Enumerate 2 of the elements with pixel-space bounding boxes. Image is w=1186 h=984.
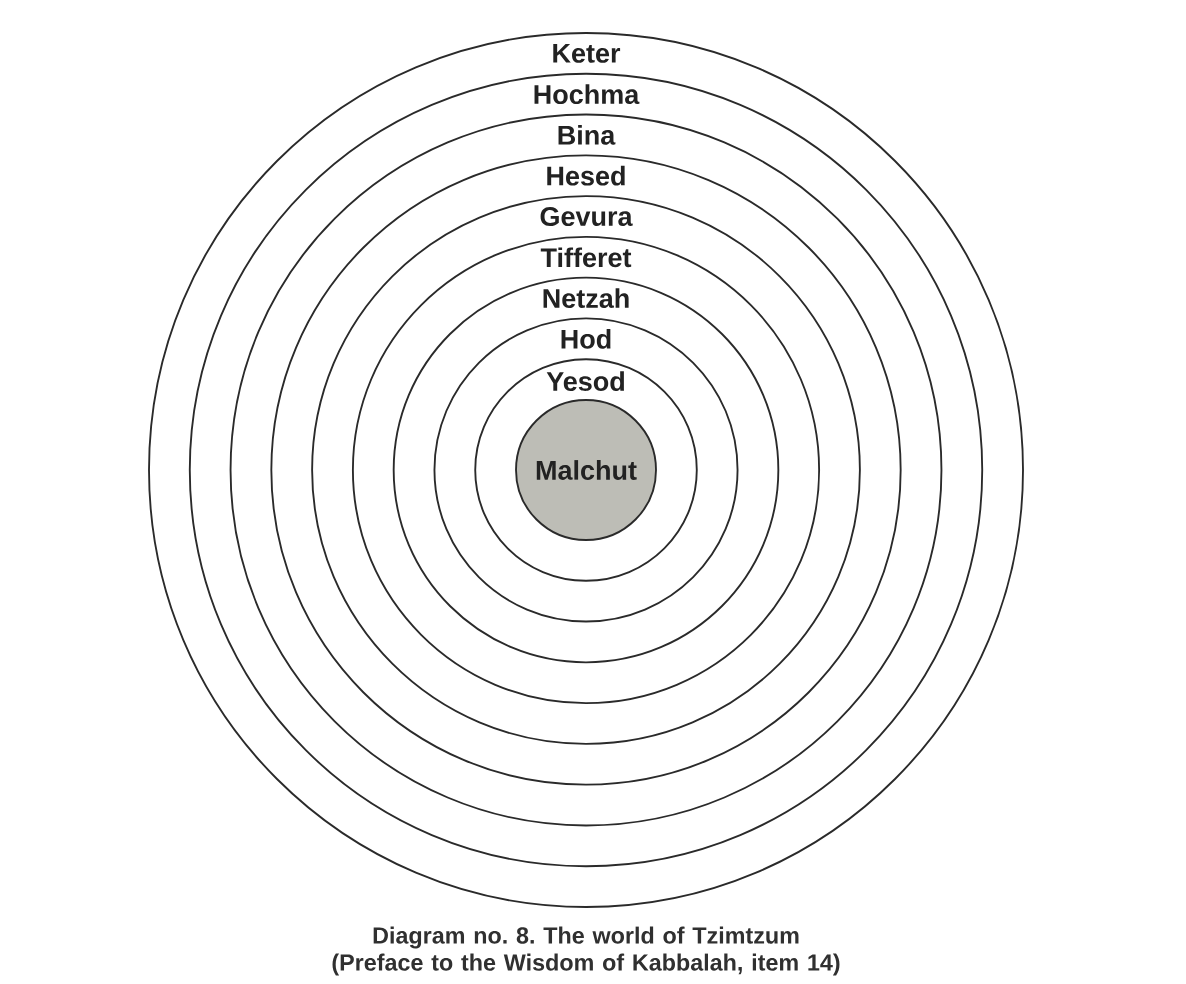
center-disc: Malchut [515,399,657,541]
caption: Diagram no. 8. The world of Tzimtzum (Preface to the Wisdom of Kabbalah, item 14) [332,926,840,976]
